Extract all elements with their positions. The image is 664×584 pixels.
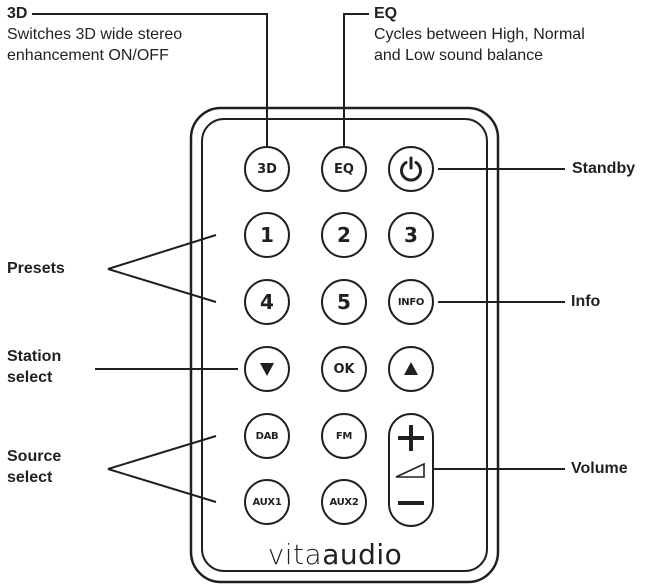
fm-button[interactable]: FM (321, 413, 367, 459)
callout-info: Info (571, 293, 601, 310)
info-button[interactable]: INFO (388, 279, 434, 325)
preset-4-button[interactable]: 4 (244, 279, 290, 325)
brand-logo-vita: vita (267, 538, 323, 571)
callout-source-select-2: select (7, 469, 53, 486)
line-eq (343, 13, 369, 146)
eq-button[interactable]: EQ (321, 146, 367, 192)
callout-eq-title: EQ (374, 5, 398, 22)
callout-source-select-1: Source (7, 448, 62, 465)
aux1-button[interactable]: AUX1 (244, 479, 290, 525)
plus-icon (398, 425, 424, 451)
callout-eq-description-1: Cycles between High, Normal (374, 26, 585, 43)
power-icon (400, 156, 422, 182)
line-source-aux1 (107, 468, 217, 503)
preset-1-button[interactable]: 1 (244, 212, 290, 258)
line-source-dab (107, 435, 217, 470)
ok-button[interactable]: OK (321, 346, 367, 392)
preset-3-button[interactable]: 3 (388, 212, 434, 258)
standby-button[interactable] (388, 146, 434, 192)
line-presets-1 (107, 234, 217, 270)
volume-rocker[interactable] (388, 413, 434, 527)
volume-ramp-icon (395, 462, 425, 478)
brand-logo-audio: audio (322, 538, 403, 571)
triangle-up-icon (404, 362, 418, 375)
volume-rocker-graphics (395, 425, 425, 505)
dab-button[interactable]: DAB (244, 413, 290, 459)
callout-station-select-2: select (7, 369, 53, 386)
3d-button[interactable]: 3D (244, 146, 290, 192)
brand-logo: vitaaudio (260, 538, 410, 571)
triangle-down-icon (260, 363, 274, 376)
callout-volume: Volume (571, 460, 628, 477)
line-presets-4 (107, 268, 217, 303)
preset-5-button[interactable]: 5 (321, 279, 367, 325)
callout-standby: Standby (572, 160, 636, 177)
station-up-button[interactable] (388, 346, 434, 392)
callout-3d-description-2: enhancement ON/OFF (7, 47, 169, 64)
preset-2-button[interactable]: 2 (321, 212, 367, 258)
callout-presets: Presets (7, 260, 65, 277)
callout-station-select-1: Station (7, 348, 62, 365)
station-down-button[interactable] (244, 346, 290, 392)
callout-3d-description-1: Switches 3D wide stereo (7, 26, 183, 43)
aux2-button[interactable]: AUX2 (321, 479, 367, 525)
callout-eq-description-2: and Low sound balance (374, 47, 544, 64)
line-3d (32, 13, 268, 146)
callout-3d-title: 3D (7, 5, 28, 22)
